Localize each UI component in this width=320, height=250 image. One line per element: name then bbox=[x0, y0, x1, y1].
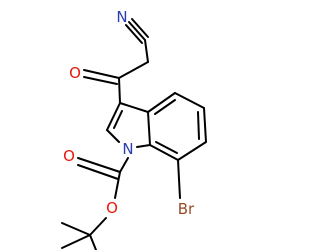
bond-c7-c7a bbox=[149, 144, 179, 161]
bond-c3-c2-inner bbox=[113, 110, 123, 129]
bond-carbamate-co-2 bbox=[77, 164, 119, 180]
bond-o-tbu bbox=[89, 217, 107, 236]
bond-carbamate-co-1 bbox=[77, 157, 121, 173]
bond-c3a-c7a bbox=[147, 111, 151, 146]
bond-tbu-me-bottomleft bbox=[61, 234, 91, 249]
bond-ch2-carbonyl bbox=[118, 61, 149, 79]
atom-label-ester-o: O bbox=[106, 199, 118, 217]
atom-label-nitrile-n: N bbox=[116, 8, 127, 26]
bond-c2-n1 bbox=[106, 129, 120, 143]
bond-c7-br bbox=[177, 159, 181, 199]
bond-tbu-me-left bbox=[61, 222, 91, 236]
bond-c3-c2 bbox=[106, 102, 121, 131]
bond-nitrile-triple-2 bbox=[131, 18, 149, 38]
bond-c3-c3a bbox=[119, 102, 149, 113]
bond-ch2-cn bbox=[144, 39, 149, 63]
bond-ketone-c3 bbox=[118, 77, 121, 104]
bond-n1-c7a bbox=[136, 144, 151, 148]
bond-ketone-co-2 bbox=[83, 76, 118, 85]
bond-c3a-c4 bbox=[147, 92, 176, 113]
atom-label-ketone-o: O bbox=[69, 64, 81, 82]
bond-c5-c6 bbox=[203, 107, 207, 143]
bond-nitrile-triple-3 bbox=[125, 24, 143, 44]
bond-c4-c5 bbox=[174, 92, 205, 109]
bond-nitrile-triple-1 bbox=[128, 21, 146, 41]
bond-ketone-co-1 bbox=[83, 69, 120, 79]
bond-c5-c6-inner bbox=[197, 111, 200, 140]
bond-n1-carbamate bbox=[119, 157, 129, 173]
bond-c6-c7 bbox=[177, 141, 207, 161]
bond-c7-c7a-inner bbox=[155, 141, 178, 154]
atom-label-carbonyl-o: O bbox=[63, 147, 75, 165]
molecule-diagram: N O N Br O O bbox=[61, 8, 207, 250]
bonds bbox=[61, 18, 207, 250]
bond-c3a-c4-inner bbox=[154, 99, 176, 115]
atom-labels: N O N Br O O bbox=[63, 8, 195, 218]
atom-label-ring-n: N bbox=[122, 140, 133, 158]
atom-label-bromine: Br bbox=[178, 200, 195, 218]
bond-carbamate-o bbox=[114, 171, 121, 199]
bond-tbu-me-down bbox=[89, 234, 97, 250]
